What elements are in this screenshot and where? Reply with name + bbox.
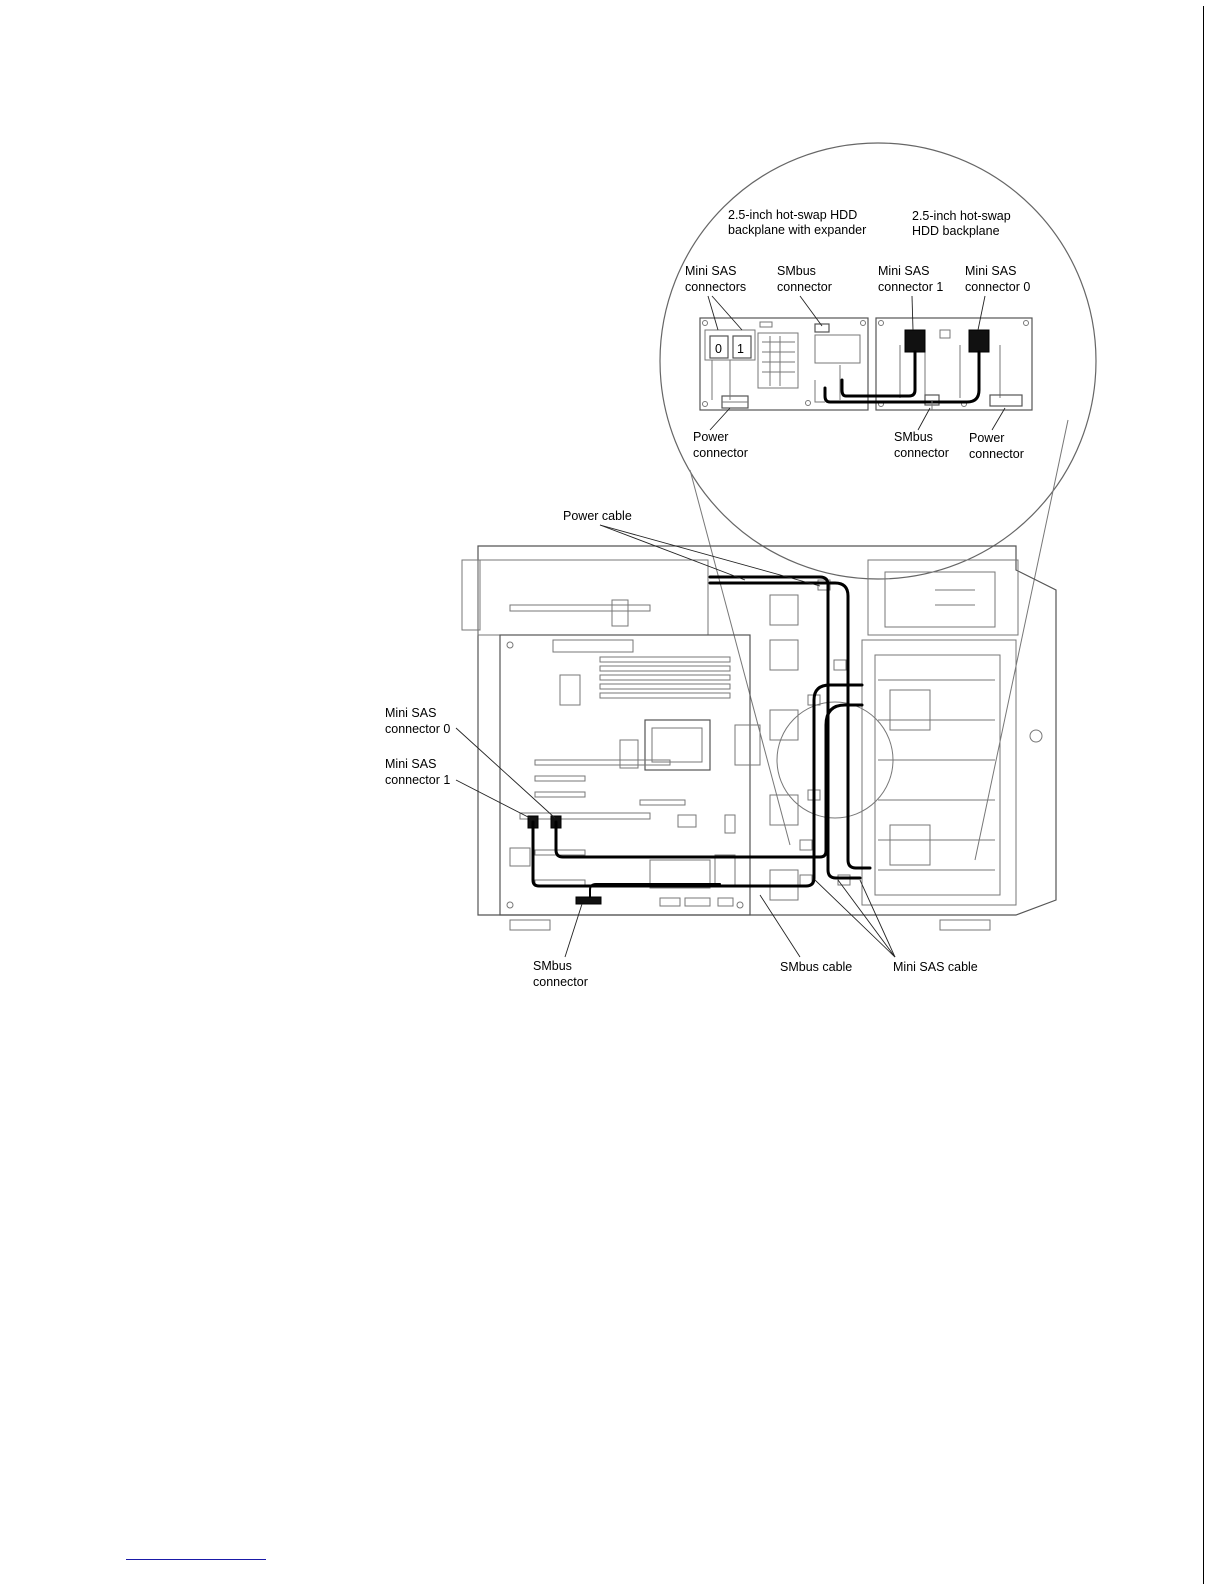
svg-text:backplane with expander: backplane with expander bbox=[728, 223, 866, 237]
label-power-connector-right: Power connector bbox=[969, 431, 1024, 461]
label-power-cable: Power cable bbox=[563, 509, 632, 523]
label-smbus-connector-mid: SMbus connector bbox=[894, 430, 949, 460]
svg-text:Mini SAS: Mini SAS bbox=[878, 264, 929, 278]
svg-text:connector 1: connector 1 bbox=[878, 280, 943, 294]
detail-magnifier bbox=[659, 142, 1097, 861]
leader-lines bbox=[455, 295, 1006, 958]
detail-cables bbox=[814, 350, 981, 410]
svg-text:connector 0: connector 0 bbox=[965, 280, 1030, 294]
svg-text:connector: connector bbox=[894, 446, 949, 460]
svg-text:Mini SAS: Mini SAS bbox=[685, 264, 736, 278]
svg-text:2.5-inch hot-swap: 2.5-inch hot-swap bbox=[912, 209, 1011, 223]
svg-text:connector: connector bbox=[969, 447, 1024, 461]
label-mini-sas-connectors: Mini SAS connectors bbox=[685, 264, 746, 294]
page-edge-rule bbox=[1203, 6, 1204, 1584]
svg-text:SMbus: SMbus bbox=[533, 959, 572, 973]
svg-text:Mini SAS: Mini SAS bbox=[385, 757, 436, 771]
label-power-connector-left: Power connector bbox=[693, 430, 748, 460]
label-mini-sas-cable: Mini SAS cable bbox=[893, 960, 978, 974]
svg-text:Power: Power bbox=[693, 430, 728, 444]
label-mini-sas-connector-1-top: Mini SAS connector 1 bbox=[878, 264, 943, 294]
label-smbus-cable: SMbus cable bbox=[780, 960, 852, 974]
svg-text:Power: Power bbox=[969, 431, 1004, 445]
chassis-cables bbox=[531, 575, 872, 898]
svg-text:SMbus: SMbus bbox=[894, 430, 933, 444]
svg-text:connector: connector bbox=[533, 975, 588, 989]
svg-text:Mini SAS: Mini SAS bbox=[965, 264, 1016, 278]
label-mini-sas-connector-0-board: Mini SAS connector 0 bbox=[385, 706, 450, 736]
port-digit-0: 0 bbox=[715, 342, 722, 356]
label-hdd-backplane: 2.5-inch hot-swap HDD backplane bbox=[912, 209, 1011, 238]
label-mini-sas-connector-0-top: Mini SAS connector 0 bbox=[965, 264, 1030, 294]
hdd-backplane bbox=[875, 317, 1033, 411]
svg-text:Mini SAS: Mini SAS bbox=[385, 706, 436, 720]
footnote-rule bbox=[126, 1559, 266, 1560]
svg-text:2.5-inch hot-swap HDD: 2.5-inch hot-swap HDD bbox=[728, 208, 857, 222]
label-smbus-connector-top: SMbus connector bbox=[777, 264, 832, 294]
server-chassis bbox=[461, 545, 1057, 931]
motherboard bbox=[499, 634, 751, 916]
svg-text:connector 0: connector 0 bbox=[385, 722, 450, 736]
svg-text:connector: connector bbox=[693, 446, 748, 460]
port-digit-1: 1 bbox=[737, 342, 744, 356]
label-backplane-with-expander: 2.5-inch hot-swap HDD backplane with exp… bbox=[728, 208, 866, 237]
label-mini-sas-connector-1-board: Mini SAS connector 1 bbox=[385, 757, 450, 787]
svg-text:connector 1: connector 1 bbox=[385, 773, 450, 787]
backplane-with-expander: 0 1 bbox=[699, 317, 869, 411]
svg-text:connector: connector bbox=[777, 280, 832, 294]
svg-text:SMbus: SMbus bbox=[777, 264, 816, 278]
label-smbus-connector-board: SMbus connector bbox=[533, 959, 588, 989]
svg-text:HDD backplane: HDD backplane bbox=[912, 224, 1000, 238]
svg-text:connectors: connectors bbox=[685, 280, 746, 294]
